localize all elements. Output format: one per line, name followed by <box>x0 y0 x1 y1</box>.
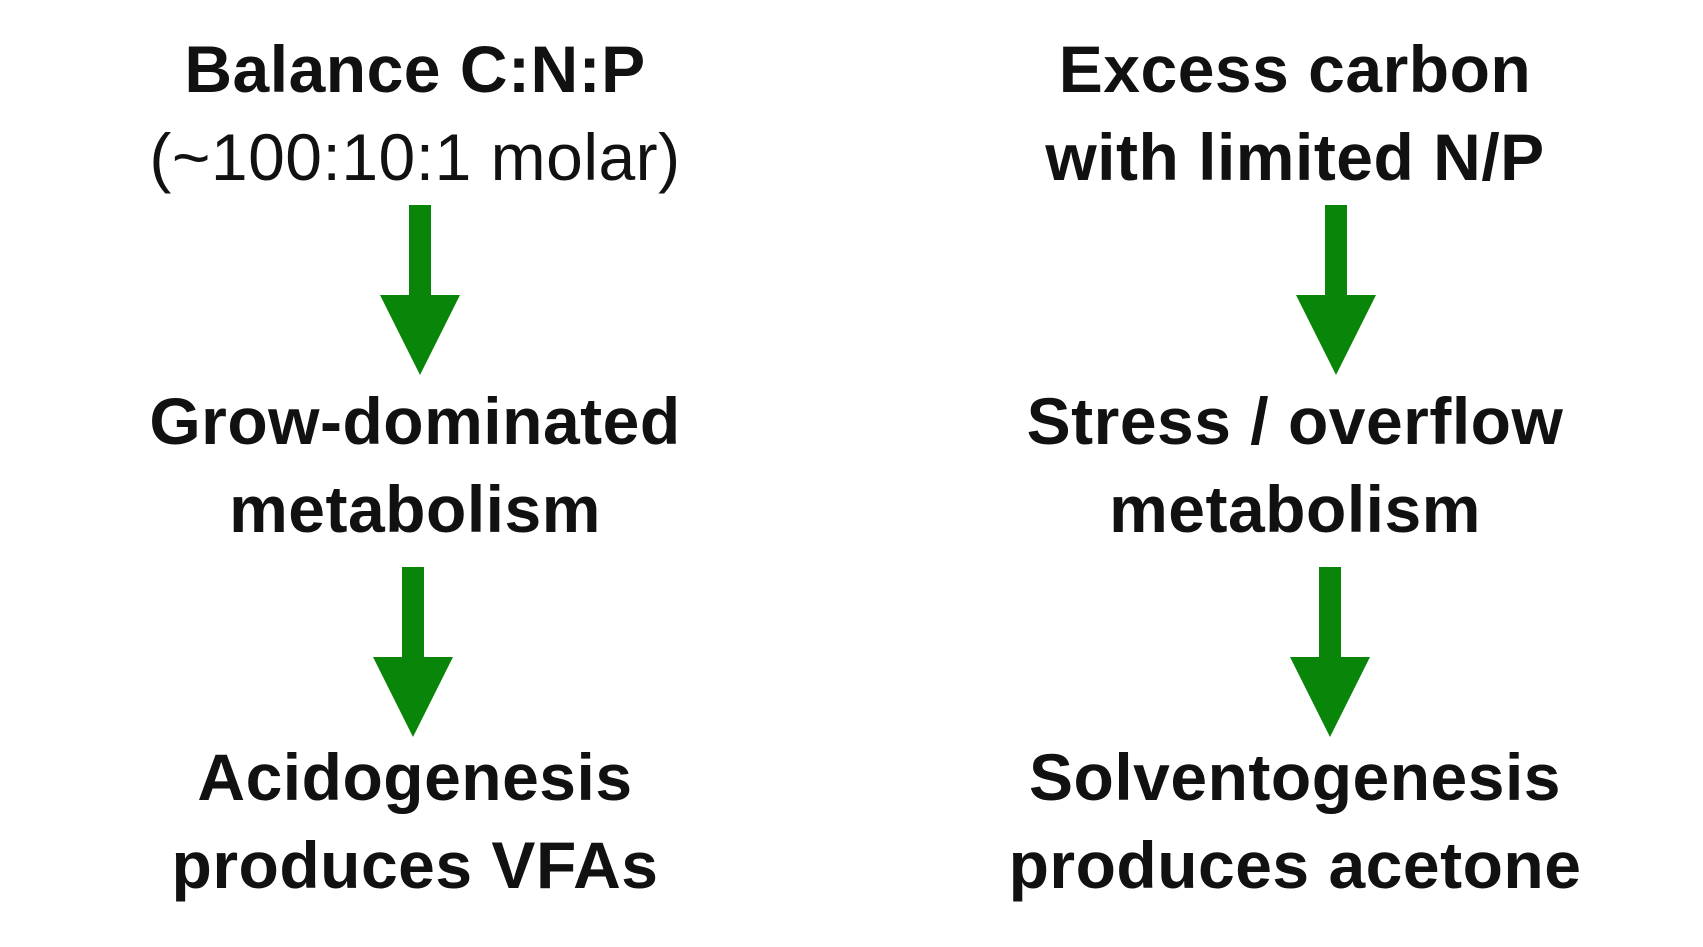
right-middle-node: Stress / overflow metabolism <box>915 377 1675 553</box>
left-middle-line2: metabolism <box>229 472 601 546</box>
left-middle-node: Grow-dominated metabolism <box>35 377 795 553</box>
down-arrow-shape <box>373 567 453 737</box>
left-top-node: Balance C:N:P (~100:10:1 molar) <box>35 25 795 201</box>
left-flow-column: Balance C:N:P (~100:10:1 molar) Grow-dom… <box>35 0 795 947</box>
right-top-line2: with limited N/P <box>1045 120 1545 194</box>
right-middle-line1: Stress / overflow <box>1026 384 1564 458</box>
right-bottom-line1: Solventogenesis <box>1029 740 1561 814</box>
right-top-node: Excess carbon with limited N/P <box>915 25 1675 201</box>
right-bottom-node: Solventogenesis produces acetone <box>915 733 1675 909</box>
left-bottom-line2: produces VFAs <box>171 828 659 902</box>
down-arrow-shape <box>1296 205 1376 375</box>
right-flow-column: Excess carbon with limited N/P Stress / … <box>915 0 1675 947</box>
right-bottom-line2: produces acetone <box>1008 828 1582 902</box>
left-middle-line1: Grow-dominated <box>149 384 681 458</box>
left-bottom-node: Acidogenesis produces VFAs <box>35 733 795 909</box>
left-top-title: Balance C:N:P <box>184 32 646 106</box>
right-middle-line2: metabolism <box>1109 472 1481 546</box>
down-arrow-icon <box>1290 567 1370 737</box>
down-arrow-shape <box>1290 567 1370 737</box>
down-arrow-icon <box>373 567 453 737</box>
right-top-line1: Excess carbon <box>1058 32 1532 106</box>
down-arrow-icon <box>380 205 460 375</box>
left-bottom-line1: Acidogenesis <box>197 740 633 814</box>
left-top-ratio: (~100:10:1 molar) <box>149 120 681 194</box>
down-arrow-shape <box>380 205 460 375</box>
down-arrow-icon <box>1296 205 1376 375</box>
